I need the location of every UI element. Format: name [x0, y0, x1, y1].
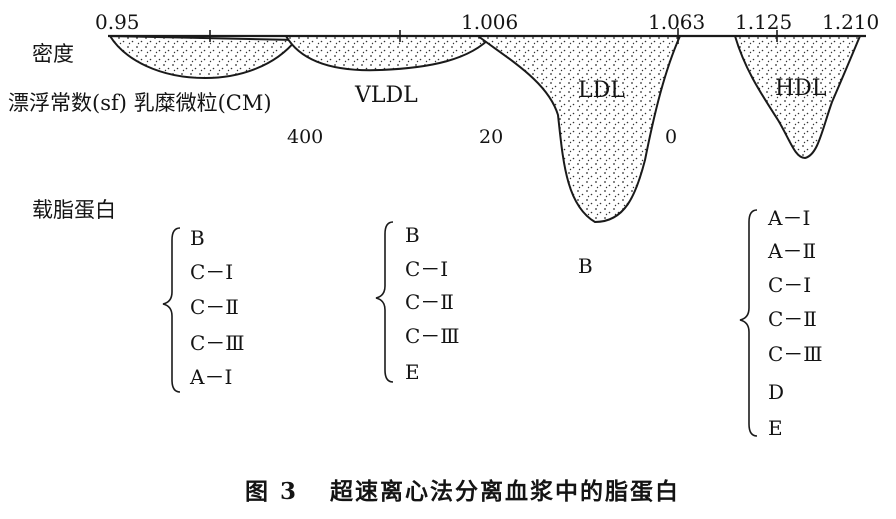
- apo-item: A－Ⅰ: [190, 365, 233, 389]
- apo-item: C－Ⅱ: [190, 295, 239, 319]
- figure-caption: 图 3 超速离心法分离血浆中的脂蛋白: [245, 480, 680, 503]
- brace-vldl: [375, 221, 394, 383]
- ldl-label: LDL: [578, 78, 625, 103]
- density-tick-label: 1.125: [735, 10, 793, 34]
- apo-item: A－Ⅱ: [768, 239, 817, 263]
- apo-item: B: [405, 223, 420, 247]
- apo-item: B: [190, 226, 205, 250]
- density-tick-label: 1.006: [461, 10, 519, 34]
- density-tick-label: 1.210: [822, 10, 880, 34]
- apo-item: C－Ⅱ: [768, 307, 817, 331]
- chylomicron-curve: [108, 34, 299, 80]
- density-label: 密度: [32, 42, 74, 66]
- apo-item: E: [405, 360, 420, 384]
- apo-item: E: [768, 416, 783, 440]
- apo-item: D: [768, 380, 785, 404]
- sf-value: 0: [665, 126, 678, 148]
- apo-item: C－Ⅰ: [405, 257, 449, 281]
- hdl-label: HDL: [775, 76, 827, 101]
- vldl-curve: [284, 35, 495, 72]
- ldl-curve: [474, 35, 682, 224]
- apo-item: B: [578, 254, 593, 278]
- density-tick-label: 1.063: [648, 10, 706, 34]
- hdl-curve: [733, 35, 862, 160]
- vldl-label: VLDL: [355, 83, 418, 108]
- figure-number: 图 3: [245, 478, 299, 505]
- sf-value: 400: [287, 126, 324, 148]
- apo-item: A－Ⅰ: [768, 206, 811, 230]
- apo-item: C－Ⅲ: [405, 324, 460, 348]
- figure-title: 超速离心法分离血浆中的脂蛋白: [330, 478, 681, 505]
- apo-item: C－Ⅲ: [190, 331, 245, 355]
- sf-row-label: 漂浮常数(sf) 乳糜微粒(CM): [8, 91, 272, 115]
- apolipoprotein-label: 载脂蛋白: [32, 198, 116, 222]
- sf-value: 20: [479, 126, 504, 148]
- density-tick-label: 0.95: [95, 10, 140, 34]
- apo-item: C－Ⅰ: [190, 260, 234, 284]
- brace-hdl: [739, 209, 758, 437]
- apo-item: C－Ⅰ: [768, 273, 812, 297]
- apo-item: C－Ⅲ: [768, 342, 823, 366]
- apo-item: C－Ⅱ: [405, 290, 454, 314]
- brace-chylomicron: [162, 227, 181, 393]
